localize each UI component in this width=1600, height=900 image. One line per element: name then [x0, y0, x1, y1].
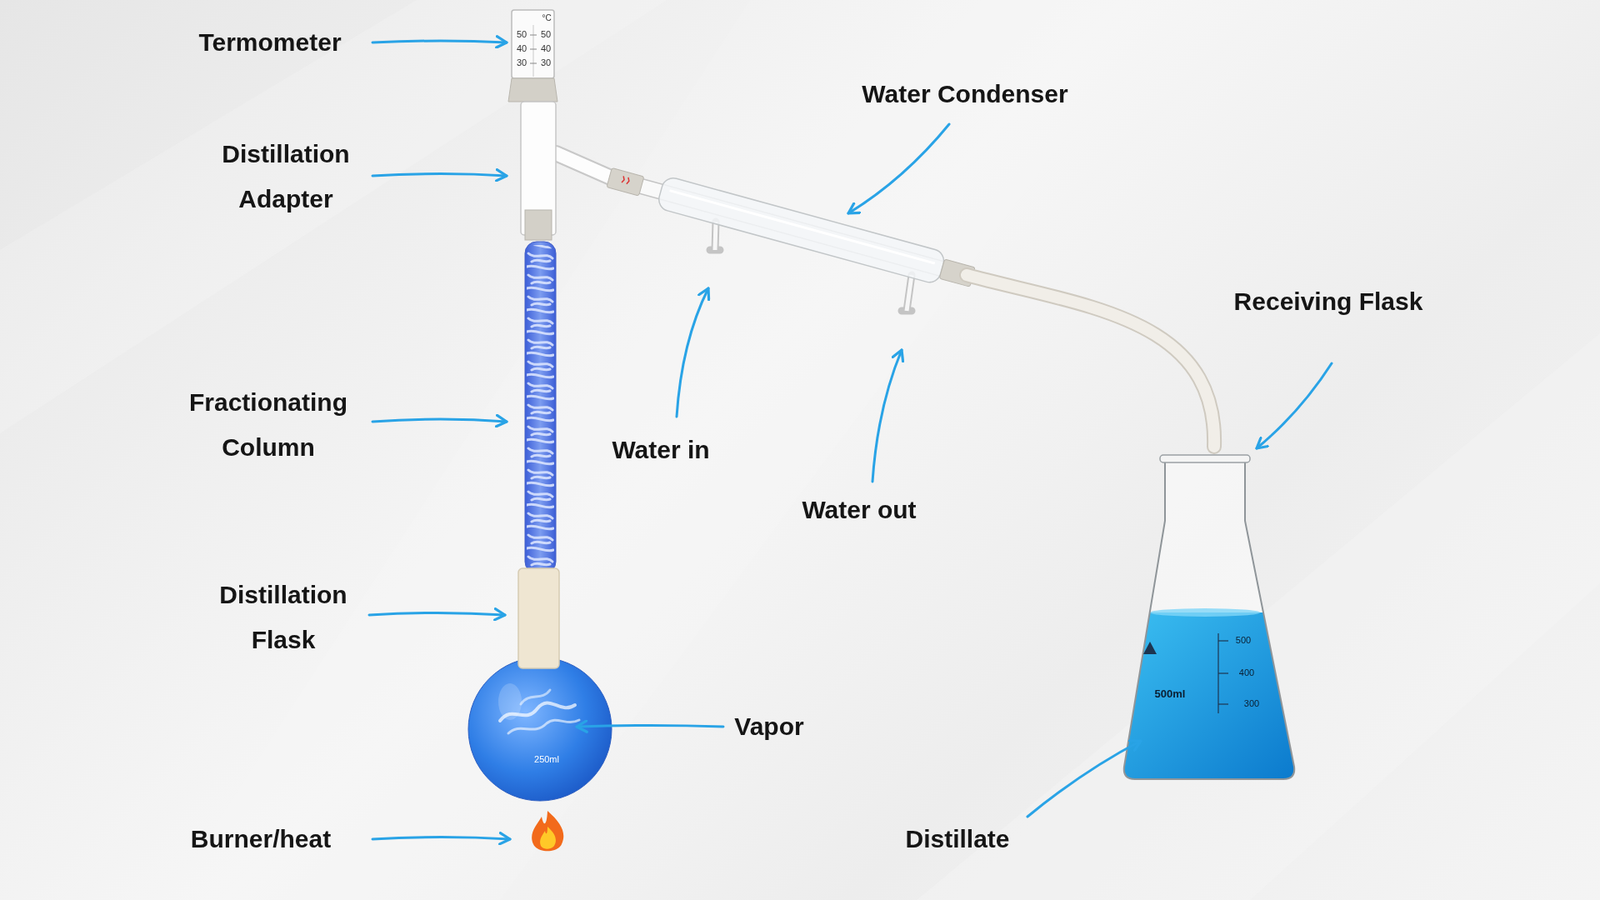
part-label: Distillation Flask	[187, 572, 380, 663]
part-label: Distillation Adapter	[190, 131, 382, 222]
fractionating-column	[525, 241, 556, 574]
part-label: Vapor	[734, 711, 804, 742]
leader-line	[1256, 363, 1332, 449]
part-label: Burner/heat	[190, 824, 331, 855]
scale-number: 30	[516, 57, 527, 69]
volume-mark: 500ml	[1155, 687, 1186, 701]
leader-line	[1027, 740, 1141, 817]
part-label: Fractionating Column	[168, 380, 369, 470]
graduation-number: 300	[1244, 698, 1260, 710]
leader-line	[872, 350, 902, 482]
scale-number: 40	[516, 43, 527, 55]
flame	[531, 810, 564, 851]
leader-line	[848, 124, 950, 214]
graduation-number: 400	[1239, 667, 1255, 679]
leader-line	[372, 837, 510, 840]
scale-unit: °C	[541, 13, 551, 24]
part-label: Water in	[611, 435, 710, 465]
water-condenser	[605, 161, 977, 311]
leader-line	[676, 288, 709, 417]
tubing	[966, 275, 1215, 447]
leader-line	[372, 40, 507, 43]
distillation-flask	[468, 568, 612, 801]
receiving-flask	[1116, 455, 1300, 784]
leader-line	[372, 174, 507, 177]
leader-line	[576, 725, 724, 728]
leader-line	[369, 613, 505, 616]
scale-number: 50	[516, 29, 527, 40]
scale-number: 40	[540, 43, 551, 55]
part-label: Receiving Flask	[1232, 279, 1425, 325]
thermometer	[508, 10, 558, 102]
leader-arrows	[369, 40, 1332, 840]
leader-line	[372, 419, 507, 422]
part-label: Water Condenser	[861, 79, 1068, 110]
part-label: Termometer	[198, 27, 341, 58]
graduation-number: 500	[1235, 635, 1251, 646]
volume-mark: 250ml	[534, 754, 560, 765]
scale-number: 30	[540, 57, 551, 69]
part-label: Water out	[801, 495, 916, 525]
part-label: Distillate	[905, 824, 1010, 855]
scale-number: 50	[540, 29, 551, 40]
distillation-adapter	[520, 101, 619, 240]
